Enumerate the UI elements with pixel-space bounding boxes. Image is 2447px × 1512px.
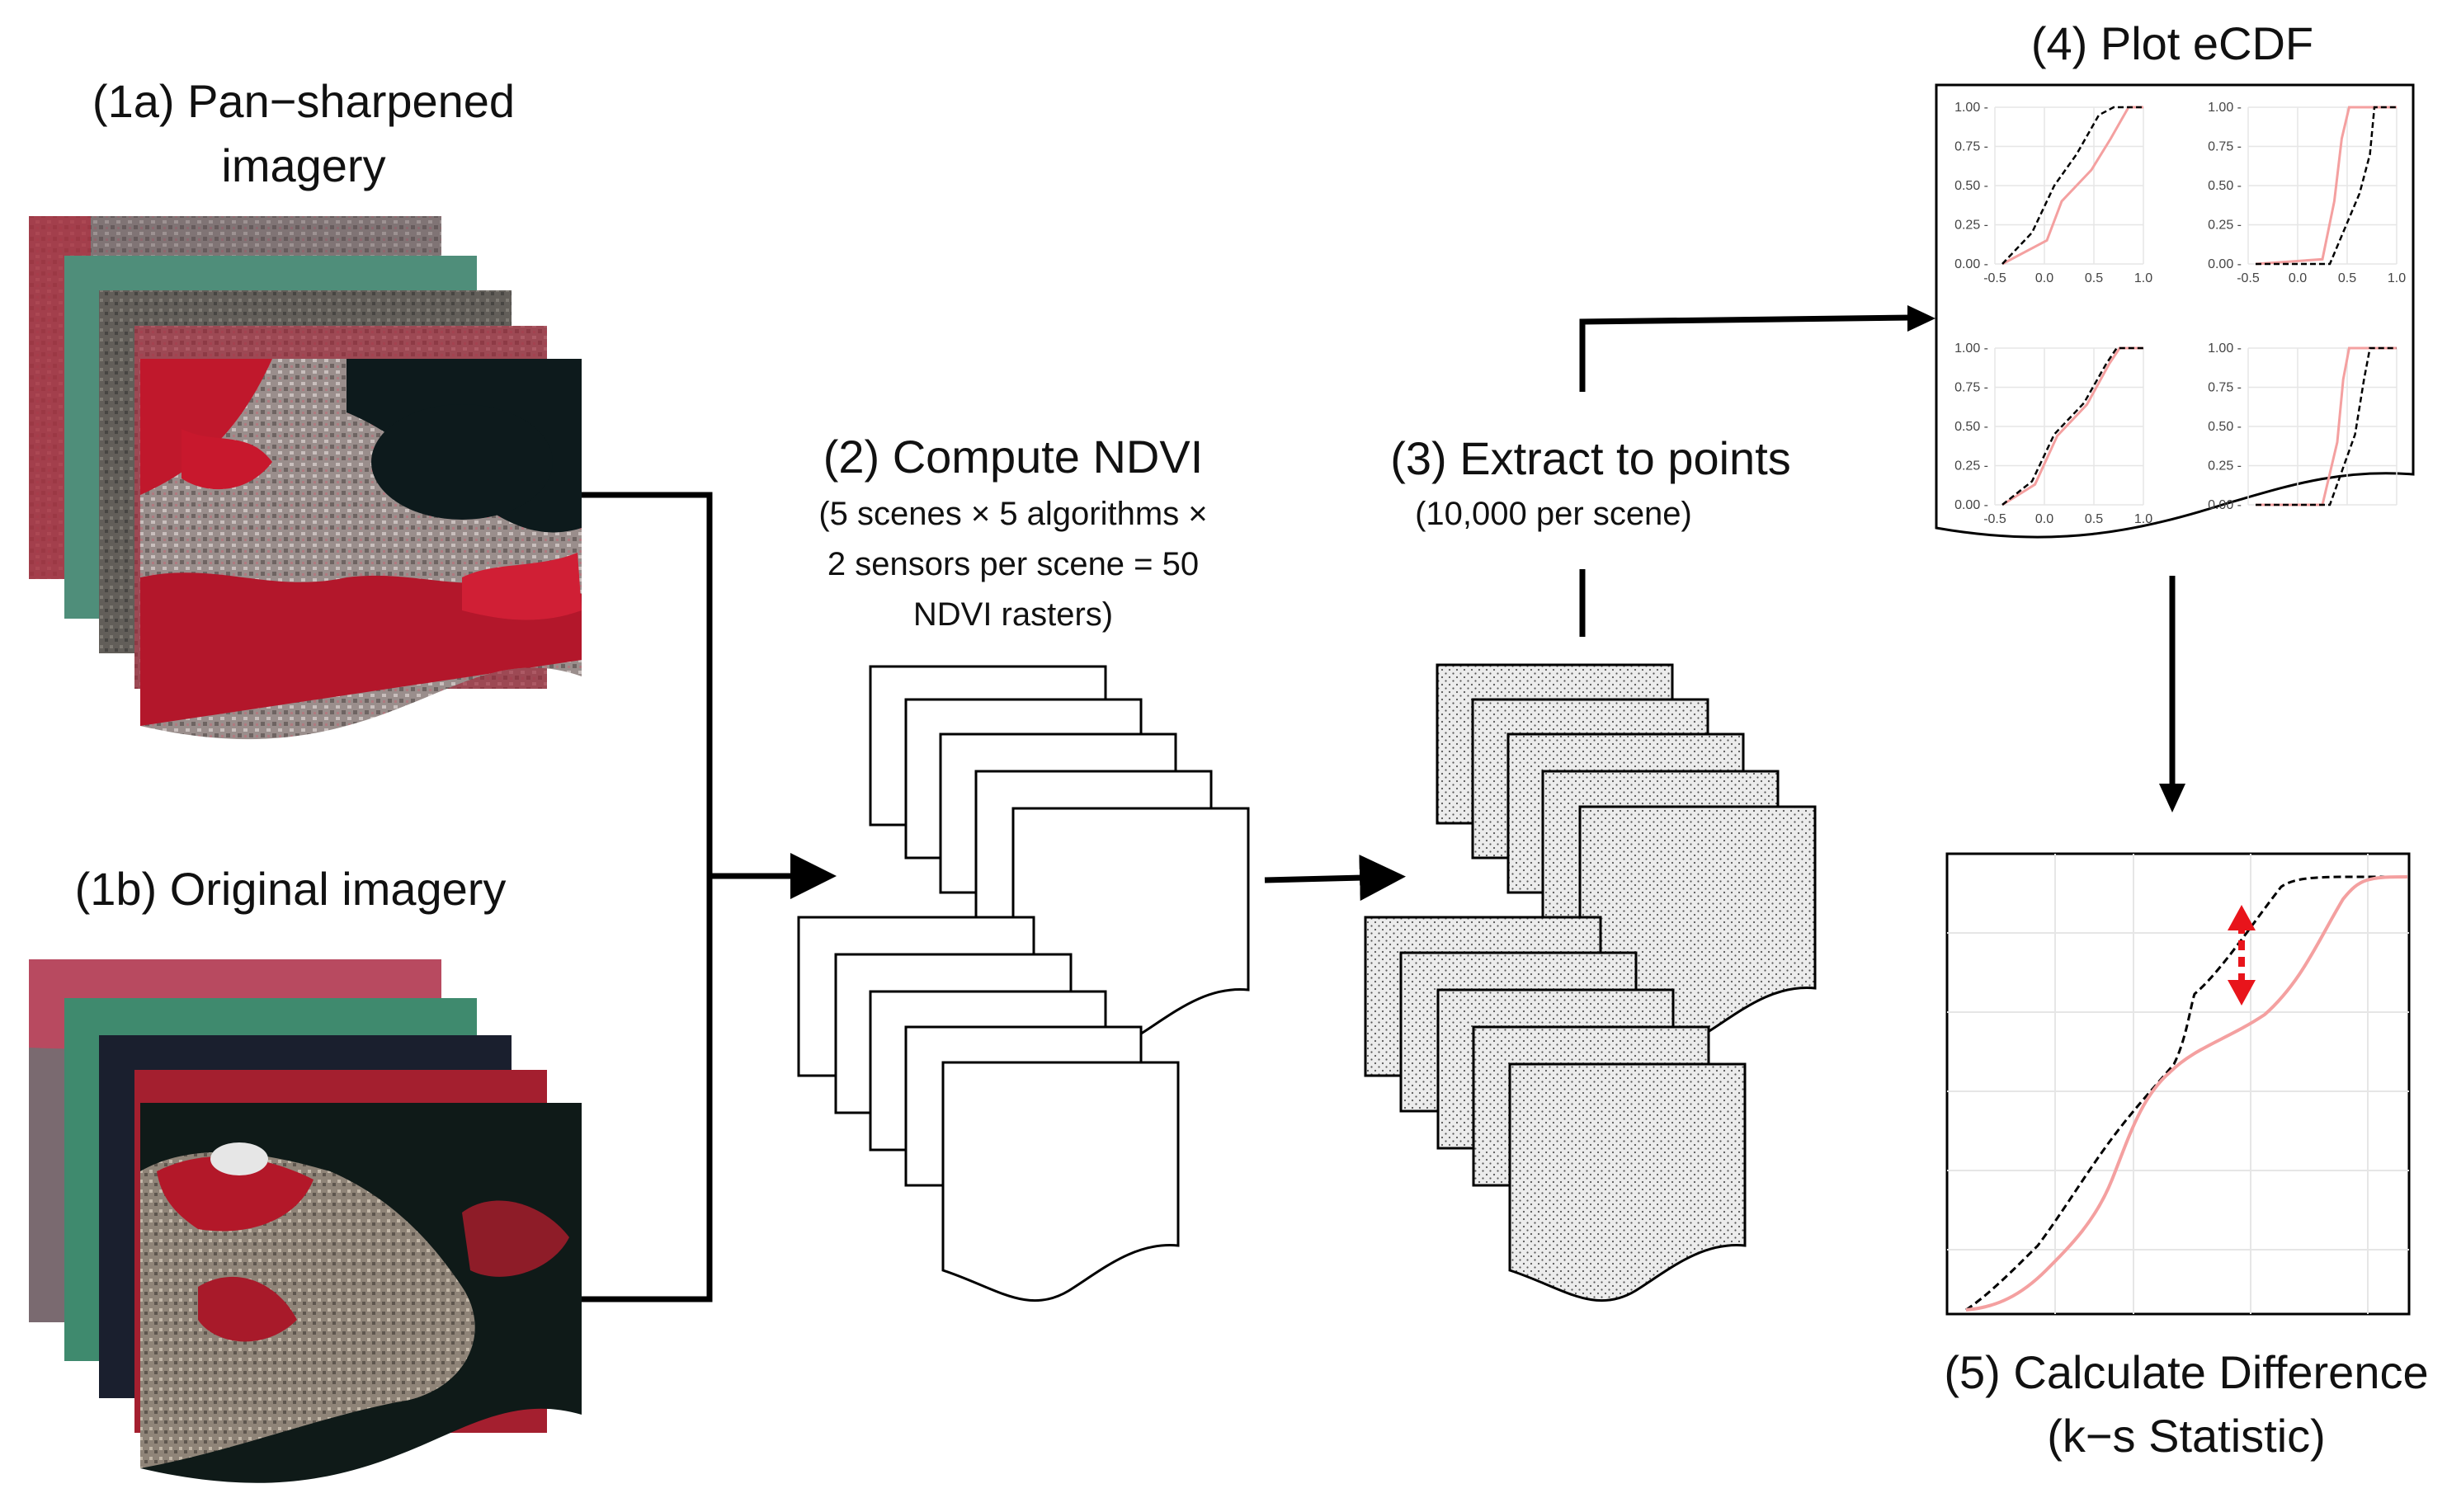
ecdf-x-tick: 0.0 <box>2035 271 2053 285</box>
ecdf-y-tick: 0.00 - <box>1954 257 1988 271</box>
ecdf-x-tick: 0.0 <box>2035 512 2053 526</box>
step-2-subtitle-line1: (5 scenes × 5 algorithms × <box>818 496 1207 532</box>
step-2-title: (2) Compute NDVI <box>823 431 1204 483</box>
ecdf-dark-curve <box>2256 346 2397 506</box>
ecdf-y-tick: 0.25 - <box>2208 459 2242 473</box>
step-2-subtitle-line3: NDVI rasters) <box>913 596 1113 633</box>
ecdf-x-tick: -0.5 <box>1983 271 2006 285</box>
ecdf-y-tick: 0.00 - <box>2208 498 2242 512</box>
step-2-subtitle-line2: 2 sensors per scene = 50 <box>827 546 1199 582</box>
ecdf-y-tick: 0.25 - <box>1954 459 1988 473</box>
ndvi-raster-stack <box>797 665 1250 1302</box>
ecdf-y-tick: 1.00 - <box>2208 341 2242 356</box>
step-5-subtitle: (k−s Statistic) <box>2047 1410 2326 1462</box>
ecdf-mini-plot-3: 1.00 - 0.75 - 0.50 - 0.25 - 0.00 --0.5 0.0 0.5… <box>1954 341 2152 526</box>
arrow-ndvi-to-extract <box>1264 855 1406 902</box>
ecdf-y-tick: 1.00 - <box>2208 101 2242 115</box>
ecdf-mini-plot-4: 1.00 - 0.75 - 0.50 - 0.25 - 0.00 - <box>2208 341 2397 512</box>
step-1a-label: (1a) Pan−sharpened <box>92 75 515 127</box>
ecdf-y-tick: 0.50 - <box>2208 179 2242 193</box>
point-sample-stack <box>1364 663 1817 1302</box>
ecdf-y-tick: 0.75 - <box>2208 140 2242 154</box>
ecdf-y-tick: 0.50 - <box>1954 179 1988 193</box>
step-1a-label-line2: imagery <box>221 139 385 191</box>
ecdf-x-tick: 1.0 <box>2134 271 2152 285</box>
ecdf-x-tick: -0.5 <box>1983 512 2006 526</box>
pansharpened-image-stack <box>29 216 582 740</box>
ecdf-x-tick: 0.0 <box>2289 271 2307 285</box>
imagery-merge-connector <box>582 492 837 1302</box>
ecdf-y-tick: 0.75 - <box>1954 381 1988 395</box>
ecdf-pink-curve <box>2255 106 2397 266</box>
step-5-title: (5) Calculate Difference <box>1944 1346 2428 1398</box>
step-3-subtitle: (10,000 per scene) <box>1415 496 1692 532</box>
ecdf-dark-curve <box>2001 346 2143 506</box>
ecdf-y-tick: 0.75 - <box>2208 381 2242 395</box>
arrowhead-to-plot <box>1907 305 1935 332</box>
ecdf-y-tick: 0.50 - <box>2208 420 2242 434</box>
ecdf-y-tick: 1.00 - <box>1954 341 1988 356</box>
ecdf-x-tick: 0.5 <box>2338 271 2356 285</box>
arrow-plot-to-difference <box>2159 576 2185 813</box>
ks-difference-plot <box>1945 852 2411 1316</box>
ecdf-y-tick: 0.25 - <box>1954 219 1988 233</box>
ecdf-y-tick: 0.25 - <box>2208 219 2242 233</box>
step-3-title: (3) Extract to points <box>1390 432 1791 484</box>
ecdf-x-tick: 1.0 <box>2388 271 2406 285</box>
original-image-stack <box>29 959 582 1483</box>
step-4-title: (4) Plot eCDF <box>2031 17 2313 69</box>
ecdf-y-tick: 0.00 - <box>1954 498 1988 512</box>
ecdf-x-tick: 0.5 <box>2085 271 2103 285</box>
ecdf-x-tick: -0.5 <box>2237 271 2260 285</box>
ecdf-panel-sheet <box>1935 83 2415 539</box>
ecdf-x-tick: 0.5 <box>2085 512 2103 526</box>
ecdf-y-tick: 0.75 - <box>1954 140 1988 154</box>
ecdf-y-tick: 0.50 - <box>1954 420 1988 434</box>
ecdf-y-tick: 0.00 - <box>2208 257 2242 271</box>
ecdf-mini-plot-1: 1.00 - 0.75 - 0.50 - 0.25 - 0.00 --0.5 0.0 0.5… <box>1954 101 2152 285</box>
connector-extract-to-plot <box>1579 314 1913 637</box>
ecdf-dark-curve <box>2001 106 2143 265</box>
ecdf-x-tick: 1.0 <box>2134 512 2152 526</box>
ecdf-mini-plot-2: 1.00 - 0.75 - 0.50 - 0.25 - 0.00 --0.5 0.0 0.5… <box>2208 101 2406 285</box>
step-1b-label: (1b) Original imagery <box>75 863 507 915</box>
ks-statistic-arrow <box>2228 905 2256 1006</box>
ecdf-y-tick: 1.00 - <box>1954 101 1988 115</box>
